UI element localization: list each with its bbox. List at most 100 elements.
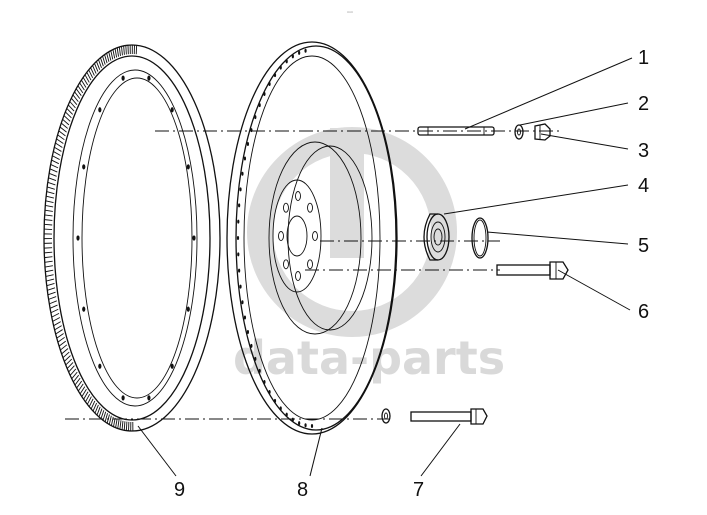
gear-tooth (108, 415, 112, 425)
gear-tooth (72, 374, 80, 383)
gear-tooth (58, 130, 66, 137)
rim-mark (304, 48, 307, 53)
gear-tooth (44, 260, 53, 263)
gear-tooth (44, 251, 53, 254)
gear-tooth (92, 65, 97, 74)
ring-gear-teeth (43, 44, 138, 431)
gear-tooth (121, 420, 124, 430)
gear-tooth (85, 393, 91, 403)
gear-tooth (53, 321, 61, 327)
flywheel-hole (283, 259, 289, 270)
gear-tooth (100, 57, 104, 67)
gear-tooth (45, 274, 54, 277)
rim-mark (236, 236, 240, 240)
gear-tooth (121, 46, 123, 56)
gear-tooth (113, 417, 116, 427)
gear-hole (121, 395, 125, 401)
flywheel-hole (307, 259, 313, 270)
rim-mark (285, 59, 288, 64)
gear-tooth (77, 85, 84, 94)
gear-tooth (86, 396, 92, 405)
bolt-short (496, 261, 569, 280)
gear-tooth (61, 122, 69, 129)
gear-tooth (47, 186, 55, 190)
flywheel-bolt-holes (278, 191, 318, 281)
rim-mark (243, 156, 247, 161)
flywheel-hole (278, 231, 284, 241)
gear-tooth (110, 50, 114, 60)
gear-tooth (48, 172, 57, 177)
callout-6: 6 (638, 301, 649, 323)
gear-tooth (72, 94, 79, 102)
gear-tooth (50, 308, 59, 314)
gear-tooth (45, 269, 54, 273)
washer (514, 124, 524, 140)
gear-tooth (123, 45, 125, 55)
gear-hole (170, 107, 174, 113)
rim-mark (243, 315, 247, 320)
rim-mark (310, 424, 314, 428)
flywheel-rim-marks (236, 48, 314, 428)
gear-hole (192, 235, 196, 241)
gear-tooth (59, 126, 67, 133)
watermark-text: data-parts (233, 331, 505, 385)
gear-tooth (44, 265, 53, 268)
rim-mark (250, 343, 253, 348)
rim-mark (263, 380, 266, 385)
gear-tooth (64, 355, 71, 362)
rim-mark (239, 284, 242, 289)
rim-mark (241, 300, 244, 305)
flywheel-hole (295, 271, 301, 281)
gear-tooth (79, 386, 86, 395)
gear-tooth (125, 421, 128, 431)
gear-tooth (74, 91, 81, 99)
gear-tooth (77, 383, 84, 392)
gear-tooth (45, 200, 54, 203)
flywheel-hole (295, 191, 301, 201)
gear-tooth (51, 159, 60, 165)
gear-tooth (56, 138, 64, 144)
gear-tooth (96, 61, 101, 70)
rim-mark (285, 412, 288, 417)
rim-mark (237, 219, 240, 224)
rim-mark (291, 417, 294, 422)
watermark-logo-bar (330, 128, 364, 258)
center-lines (65, 130, 560, 420)
gear-tooth (48, 296, 57, 300)
gear-tooth (44, 214, 53, 217)
flywheel-hole (307, 202, 313, 213)
flywheel-hole (283, 202, 289, 213)
rim-mark (258, 103, 261, 108)
rim-mark (254, 115, 257, 120)
callout-8: 8 (297, 479, 308, 501)
gear-tooth (114, 48, 118, 58)
gear-tooth (112, 49, 116, 59)
ring-gear (43, 44, 221, 432)
gear-tooth (62, 118, 70, 126)
gear-tooth (119, 420, 122, 430)
gear-tooth (60, 344, 68, 351)
gear-tooth (48, 177, 57, 182)
gear-tooth (104, 413, 108, 422)
gear-tooth (102, 56, 106, 65)
gear-tooth (79, 82, 85, 91)
gear-tooth (66, 108, 74, 115)
gear-tooth (69, 101, 76, 109)
flywheel (226, 41, 398, 435)
gear-tooth (92, 402, 98, 412)
gear-tooth (74, 377, 81, 386)
rim-mark (250, 128, 253, 133)
rim-mark (238, 203, 241, 208)
gear-tooth (96, 406, 101, 416)
gear-tooth (52, 155, 60, 160)
gear-tooth (65, 358, 73, 366)
gear-tooth (69, 368, 77, 376)
flywheel-hole (312, 231, 318, 241)
gear-tooth (98, 408, 103, 418)
gear-tooth (55, 329, 63, 335)
gear-hole (186, 306, 190, 312)
rim-mark (273, 73, 277, 78)
gear-tooth (55, 142, 63, 148)
gear-tooth (47, 181, 56, 186)
rim-mark (268, 81, 271, 86)
